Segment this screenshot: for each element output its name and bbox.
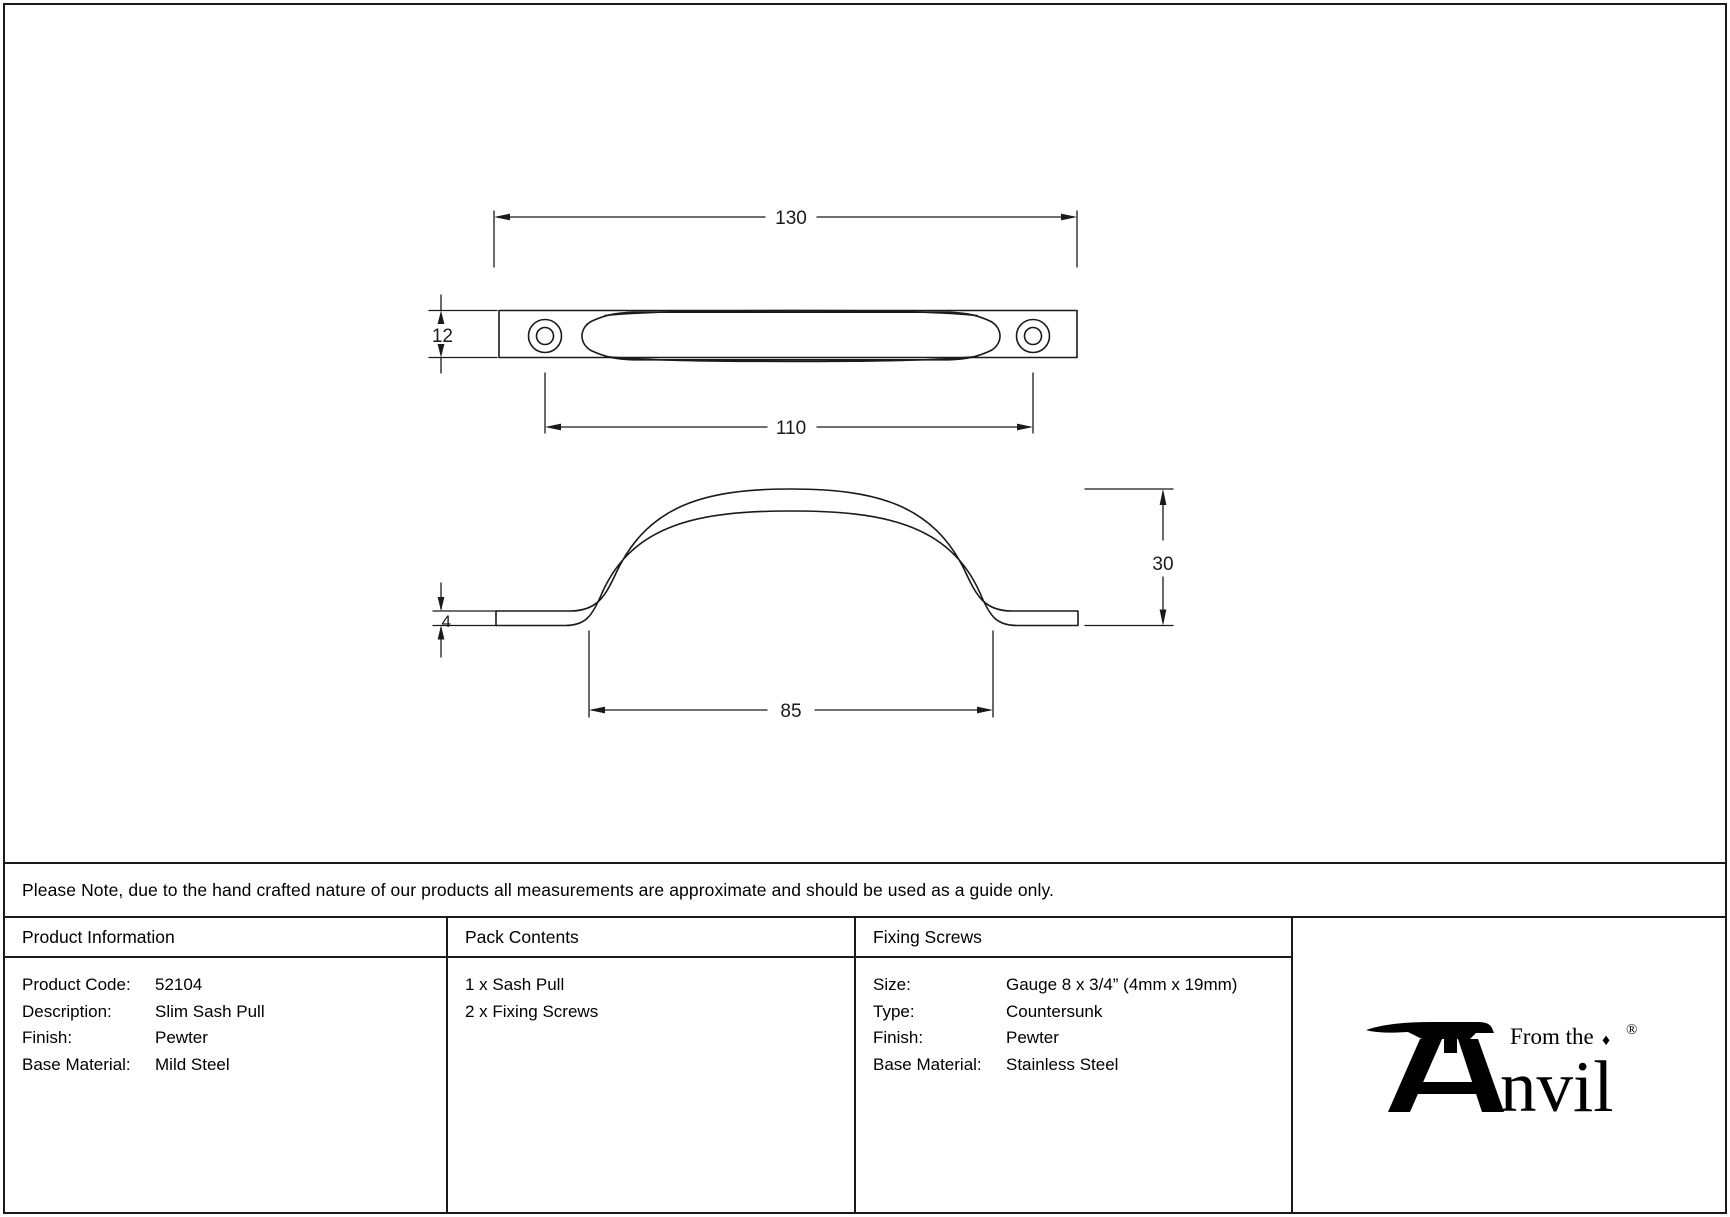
fixing-hole-left-inner — [535, 326, 555, 346]
logo-from-the-text: From the — [1510, 1024, 1594, 1049]
row-label: Base Material: — [873, 1054, 982, 1074]
dimension-label-grip-length: 85 — [780, 701, 801, 722]
brand-column: From the ♦ nvil ® — [1293, 918, 1723, 1212]
dimension-overall-length — [493, 210, 1078, 268]
diamond-icon: ♦ — [1602, 1032, 1610, 1049]
row-label: Size: — [873, 975, 911, 994]
plan-view-sash-pull — [498, 309, 1078, 363]
row-value: Slim Sash Pull — [155, 1001, 265, 1021]
note-text: Please Note, due to the hand crafted nat… — [22, 879, 1055, 900]
logo-anvil-text: nvil — [1500, 1046, 1614, 1117]
elevation-outline — [495, 488, 1079, 627]
technical-drawing-svg: 130 110 85 30 12 4 — [428, 208, 1174, 722]
list-item: 2 x Fixing Screws — [465, 1001, 599, 1021]
pack-contents-column: Pack Contents 1 x Sash Pull 2 x Fixing S… — [448, 918, 856, 1212]
row-value: Stainless Steel — [1006, 1054, 1119, 1074]
row-value: Gauge 8 x 3/4” (4mm x 19mm) — [1006, 975, 1238, 994]
product-information-column: Product Information Product Code: 52104 … — [5, 918, 448, 1212]
fixing-hole-left-outer — [527, 318, 563, 354]
dimension-label-projection: 30 — [1152, 554, 1173, 575]
row-label: Base Material: — [22, 1054, 131, 1074]
dimension-label-overall-length: 130 — [775, 208, 807, 229]
row-value: Countersunk — [1006, 1001, 1103, 1021]
table-row: Finish: Pewter — [22, 1025, 446, 1052]
dimension-label-plate-thickness: 4 — [442, 612, 451, 631]
table-row: Type: Countersunk — [873, 999, 1291, 1026]
row-label: Finish: — [873, 1028, 924, 1047]
grip-bar-outline — [581, 311, 1001, 361]
dimension-fixing-centres — [544, 372, 1034, 434]
dimension-plate-height — [428, 294, 498, 374]
sheet-border — [3, 3, 1727, 1214]
table-row: Size: Gauge 8 x 3/4” (4mm x 19mm) — [873, 972, 1291, 999]
fixing-screws-body: Size: Gauge 8 x 3/4” (4mm x 19mm) Type: … — [856, 958, 1291, 1078]
table-row: Product Code: 52104 — [22, 972, 446, 999]
table-row: Finish: Pewter — [873, 1025, 1291, 1052]
row-value: Mild Steel — [155, 1054, 230, 1074]
table-row: Description: Slim Sash Pull — [22, 999, 446, 1026]
list-item: 1 x Sash Pull — [465, 975, 565, 994]
row-value: Pewter — [155, 1028, 208, 1047]
side-elevation-sash-pull — [495, 488, 1079, 627]
row-value: Pewter — [1006, 1028, 1059, 1047]
anvil-logo-graphic: From the ♦ nvil ® — [1366, 1021, 1637, 1117]
table-row: Base Material: Mild Steel — [22, 1052, 446, 1079]
product-information-heading: Product Information — [5, 918, 446, 958]
row-label: Type: — [873, 1001, 915, 1021]
fixing-hole-right-inner — [1023, 326, 1043, 346]
dimension-plate-thickness — [432, 582, 498, 658]
approximate-measurements-note: Please Note, due to the hand crafted nat… — [5, 862, 1725, 918]
specification-table: Product Information Product Code: 52104 … — [5, 918, 1725, 1212]
row-value: 52104 — [155, 975, 203, 994]
pack-contents-body: 1 x Sash Pull 2 x Fixing Screws — [448, 958, 854, 1025]
row-label: Product Code: — [22, 975, 131, 994]
registered-trademark-icon: ® — [1626, 1022, 1637, 1038]
pack-contents-heading: Pack Contents — [448, 918, 854, 958]
row-label: Finish: — [22, 1028, 73, 1047]
product-information-body: Product Code: 52104 Description: Slim Sa… — [5, 958, 446, 1078]
dimension-projection — [1084, 488, 1174, 627]
dimension-grip-length — [588, 630, 994, 718]
fixing-screws-column: Fixing Screws Size: Gauge 8 x 3/4” (4mm … — [856, 918, 1293, 1212]
dimension-label-fixing-centres: 110 — [776, 418, 806, 439]
from-the-anvil-logo: From the ♦ nvil ® — [1293, 918, 1723, 1210]
dimension-label-plate-height: 12 — [432, 326, 453, 347]
technical-drawing-area: 130 110 85 30 12 4 — [5, 5, 1725, 860]
row-label: Description: — [22, 1001, 112, 1021]
table-row: Base Material: Stainless Steel — [873, 1052, 1291, 1079]
fixing-hole-right-outer — [1015, 318, 1051, 354]
fixing-screws-heading: Fixing Screws — [856, 918, 1291, 958]
